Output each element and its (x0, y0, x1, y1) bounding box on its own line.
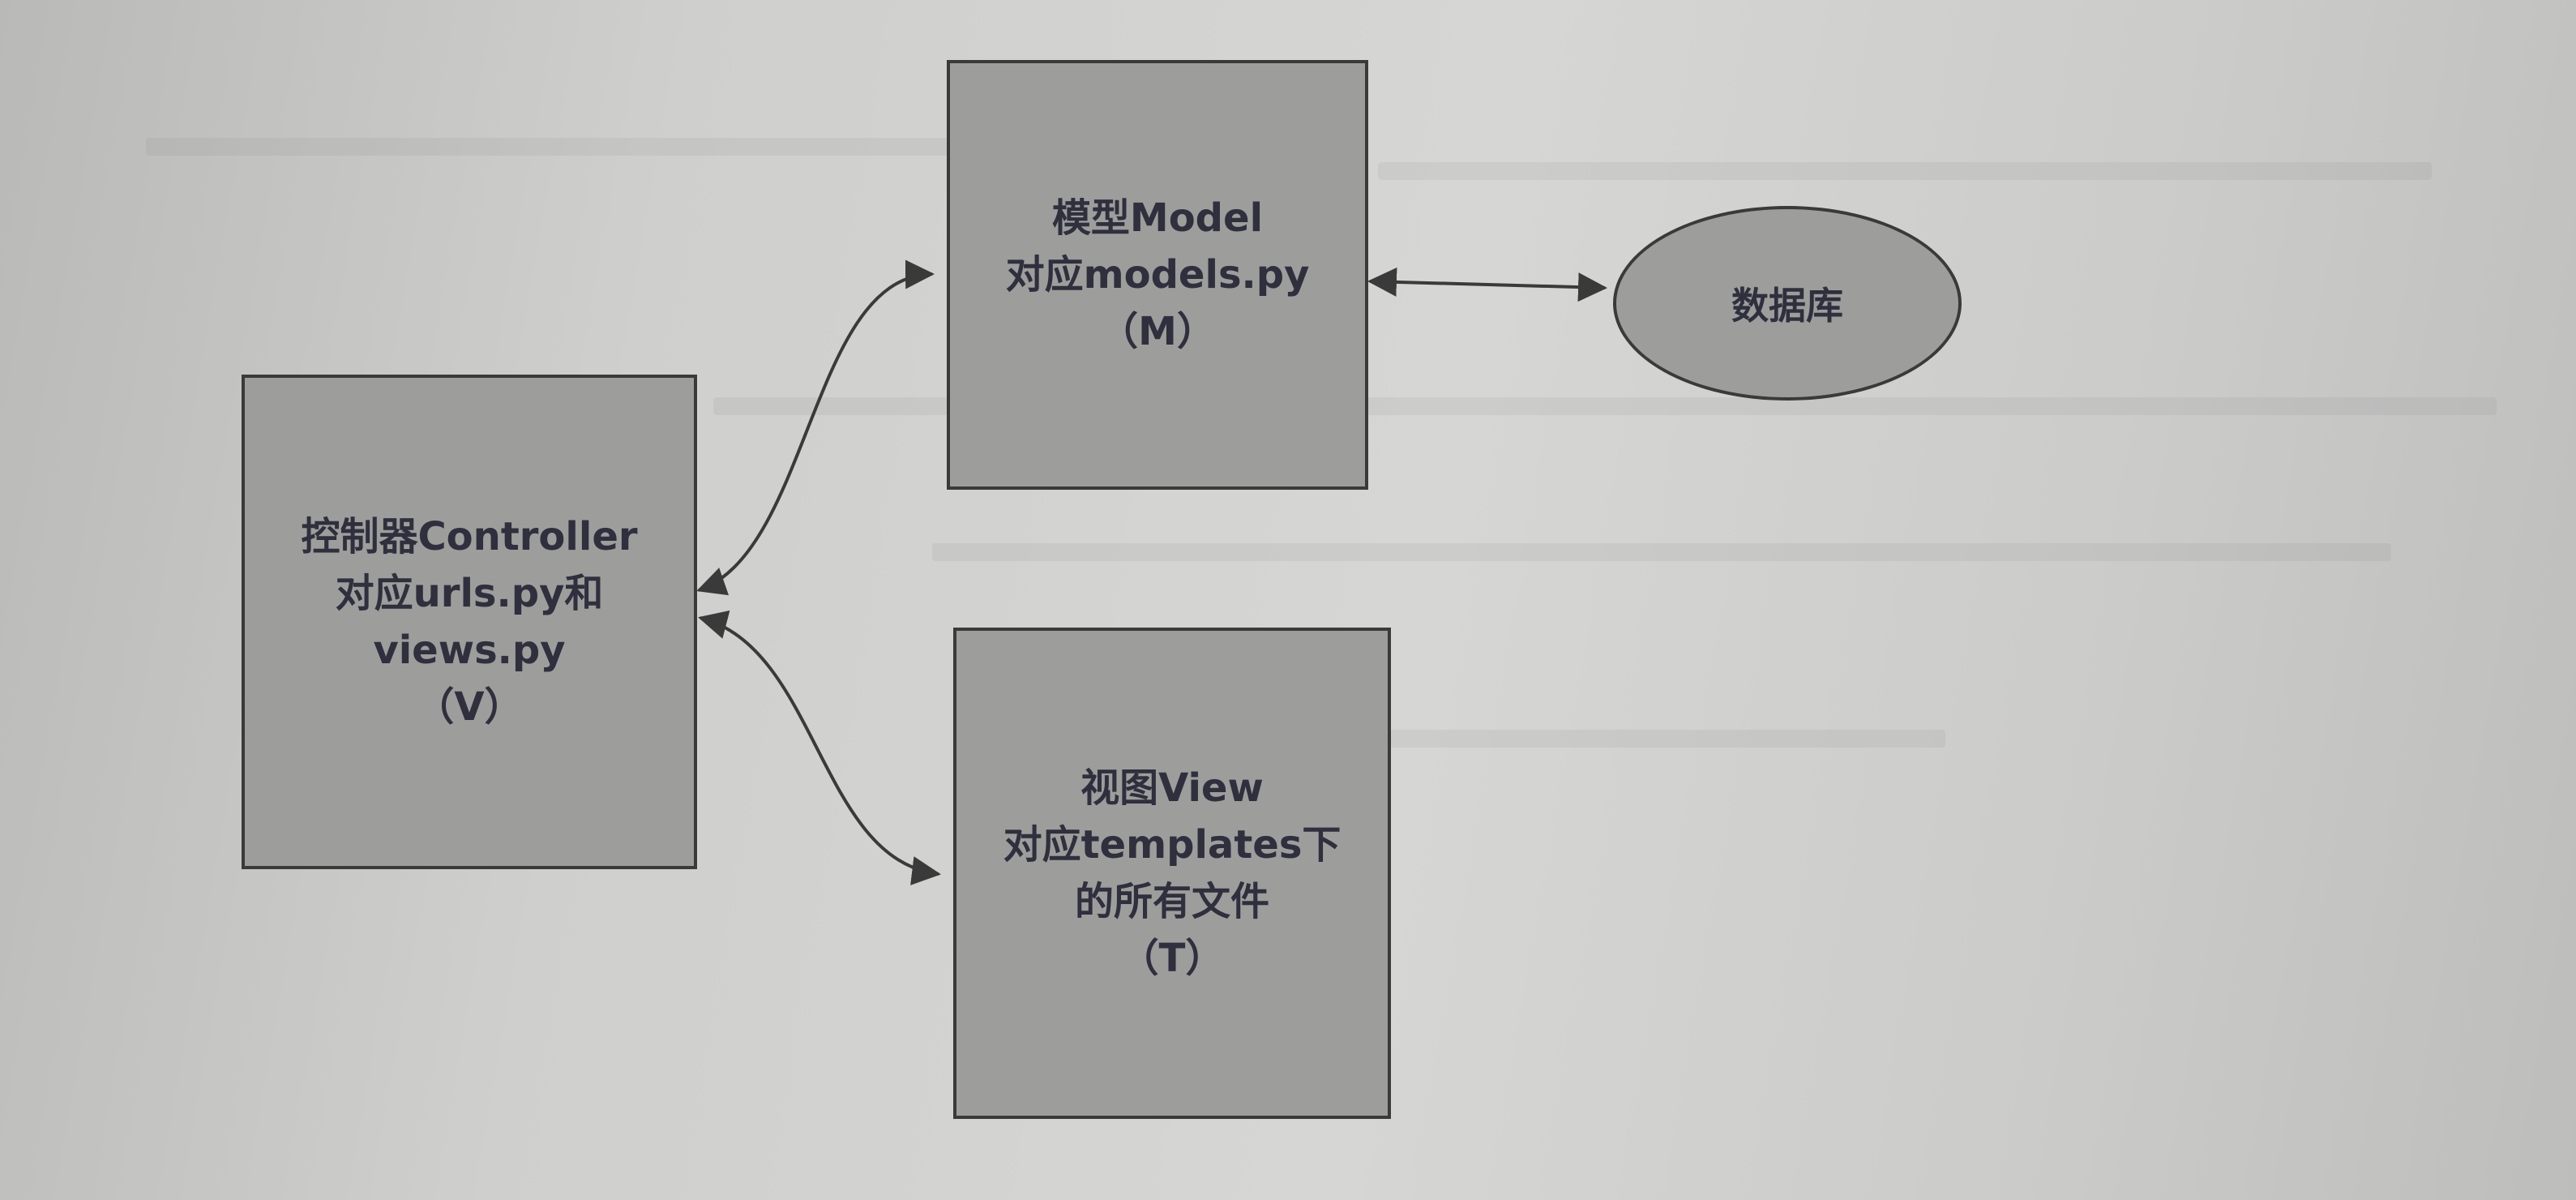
database-node: 数据库 (1613, 206, 1962, 401)
model-line: 对应models.py (1005, 252, 1310, 298)
controller-line: views.py (373, 628, 566, 673)
controller-line: 控制器Controller (301, 514, 638, 559)
edge-model-database (1367, 267, 1607, 302)
edge-controller-model (696, 259, 935, 596)
background-texture (1378, 730, 1945, 748)
controller-line: （V） (415, 684, 524, 730)
view-label: 视图View 对应templates下 的所有文件 （T） (1003, 760, 1341, 987)
controller-line: 对应urls.py和 (335, 571, 604, 616)
model-line: （M） (1099, 309, 1216, 354)
view-line: （T） (1119, 936, 1225, 981)
background-texture (1378, 162, 2432, 180)
background-texture (146, 138, 956, 156)
model-node: 模型Model 对应models.py （M） (947, 60, 1368, 490)
view-node: 视图View 对应templates下 的所有文件 （T） (953, 628, 1391, 1119)
model-label: 模型Model 对应models.py （M） (1006, 190, 1310, 360)
controller-label: 控制器Controller 对应urls.py和 views.py （V） (301, 508, 637, 735)
model-line: 模型Model (1051, 195, 1264, 241)
edge-controller-view (698, 610, 941, 885)
view-line: 视图View (1080, 765, 1264, 811)
controller-node: 控制器Controller 对应urls.py和 views.py （V） (242, 375, 697, 869)
view-line: 的所有文件 (1074, 879, 1269, 924)
database-label: 数据库 (1731, 284, 1843, 328)
background-texture (932, 543, 2391, 561)
view-line: 对应templates下 (1003, 822, 1341, 868)
